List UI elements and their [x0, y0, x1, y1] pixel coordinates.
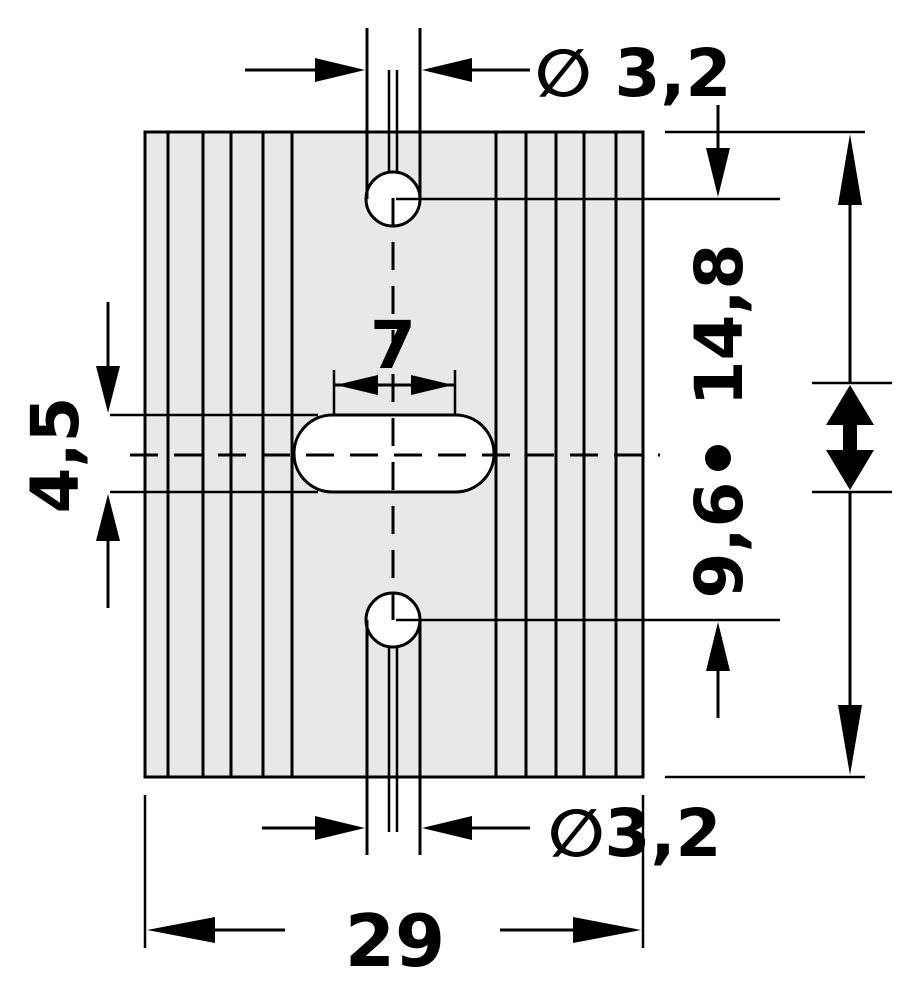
slot-extension-lines [110, 413, 318, 494]
slot-height-dim: 4,5 [17, 302, 120, 608]
total-height-dim: 14,8 [665, 130, 892, 779]
bottom-hole-diameter-label: ∅3,2 [548, 795, 721, 872]
hole-spacing-dim: 9,6 [396, 105, 780, 718]
hole-guide-lines [365, 28, 422, 855]
top-hole-diameter-dim: ∅ 3,2 [245, 35, 731, 112]
separator-dot [705, 445, 731, 471]
slot-height-label: 4,5 [17, 397, 94, 514]
bottom-hole-diameter-dim: ∅3,2 [262, 795, 721, 872]
center-lines [130, 198, 660, 620]
hole-spacing-label: 9,6 [681, 482, 758, 599]
top-hole-diameter-label: ∅ 3,2 [535, 35, 731, 112]
total-width-dim: 29 [143, 795, 645, 983]
total-height-label: 14,8 [681, 244, 758, 407]
total-width-label: 29 [345, 899, 445, 983]
slot-width-label: 7 [370, 307, 416, 384]
slot-width-dim: 7 [332, 307, 457, 415]
